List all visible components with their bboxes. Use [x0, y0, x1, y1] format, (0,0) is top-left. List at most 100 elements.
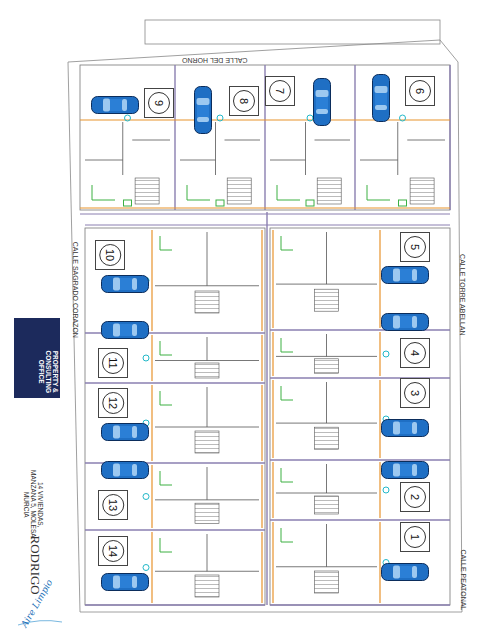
plot-number-box: 13: [98, 490, 128, 520]
wall: [151, 385, 152, 461]
meter: [216, 200, 224, 206]
wall: [379, 522, 380, 603]
wall: [326, 334, 327, 356]
plot-number-box: 11: [98, 348, 128, 378]
green-line: [187, 185, 210, 200]
callout-number: 8: [233, 90, 255, 112]
car: [102, 322, 149, 339]
wall: [155, 285, 259, 286]
wall: [225, 140, 261, 141]
wall: [265, 119, 355, 120]
light-point: [143, 565, 149, 571]
wall: [272, 522, 273, 603]
plot-outline: [68, 40, 462, 612]
car: [382, 314, 429, 331]
stairs: [315, 359, 339, 373]
green-line: [160, 391, 172, 405]
wall: [379, 332, 380, 376]
wall: [276, 284, 377, 285]
light-point: [307, 115, 313, 121]
left-block: [85, 228, 265, 605]
light-point: [400, 115, 406, 121]
green-line: [160, 471, 172, 485]
wall: [355, 119, 450, 120]
wall: [174, 65, 175, 210]
callout-number: 3: [404, 382, 426, 404]
car: [373, 75, 390, 122]
plot-number-box: 6: [405, 76, 435, 106]
top-block: [80, 65, 450, 210]
car: [382, 420, 429, 437]
callout-number: 5: [404, 236, 426, 258]
light-point: [143, 494, 149, 500]
callout-number: 13: [102, 494, 124, 516]
wall: [276, 356, 377, 357]
wall: [326, 464, 327, 493]
stairs: [315, 496, 339, 514]
green-line: [281, 338, 293, 352]
wall: [151, 532, 152, 603]
wall: [449, 65, 450, 210]
wall: [207, 232, 208, 286]
green-line: [160, 538, 172, 552]
plot-number-box: 10: [95, 240, 125, 270]
street-name: CALLE PEATONAL: [459, 550, 467, 611]
logo-text: RODRIGO: [28, 535, 42, 594]
wall: [397, 122, 398, 175]
green-line: [160, 341, 172, 355]
meter: [124, 200, 132, 206]
car: [195, 87, 212, 134]
car: [102, 462, 149, 479]
wall: [207, 534, 208, 571]
green-line: [92, 185, 115, 200]
light-point: [217, 115, 223, 121]
plot-number-box: 1: [400, 522, 430, 552]
wall: [265, 207, 355, 208]
logo-text: PROPERTY & CONSULTING OFFICE: [37, 348, 58, 396]
green-line: [160, 236, 172, 250]
right-block: [270, 228, 450, 605]
green-line: [281, 386, 293, 400]
stairs: [315, 427, 339, 449]
wall: [270, 519, 450, 520]
callout-number: 10: [99, 244, 121, 266]
party-wall: [266, 212, 267, 605]
wall: [175, 119, 265, 120]
stairs: [195, 431, 219, 453]
wall: [151, 465, 152, 528]
wall: [272, 462, 273, 518]
street-name: CALLE TORRE ABELLAN: [458, 254, 466, 335]
wall: [155, 571, 259, 572]
stairs: [315, 571, 339, 593]
callout-number: 12: [102, 392, 124, 414]
wall: [276, 493, 377, 494]
wall: [215, 122, 216, 175]
light-point: [143, 355, 149, 361]
wall: [151, 230, 152, 331]
street-name: CALLE DEL HORNO: [182, 56, 247, 64]
car: [382, 267, 429, 284]
callout-number: 14: [102, 540, 124, 562]
callout-number: 2: [404, 486, 426, 508]
callout-number: 9: [148, 92, 170, 114]
car: [102, 424, 149, 441]
wall: [261, 385, 262, 461]
wall: [305, 122, 306, 175]
wall: [207, 467, 208, 500]
meter: [306, 200, 314, 206]
plot-number-box: 8: [229, 86, 259, 116]
stairs: [410, 178, 434, 204]
passage-line: [80, 214, 450, 215]
stairs: [315, 289, 339, 311]
car: [382, 564, 429, 581]
stairs: [227, 178, 251, 204]
wall: [326, 232, 327, 284]
wall: [155, 499, 259, 500]
callout-number: 7: [269, 80, 291, 102]
green-line: [281, 236, 293, 250]
wall: [355, 207, 450, 208]
green-line: [281, 528, 293, 542]
car: [102, 276, 149, 293]
green-line: [277, 185, 300, 200]
wall: [207, 387, 208, 427]
